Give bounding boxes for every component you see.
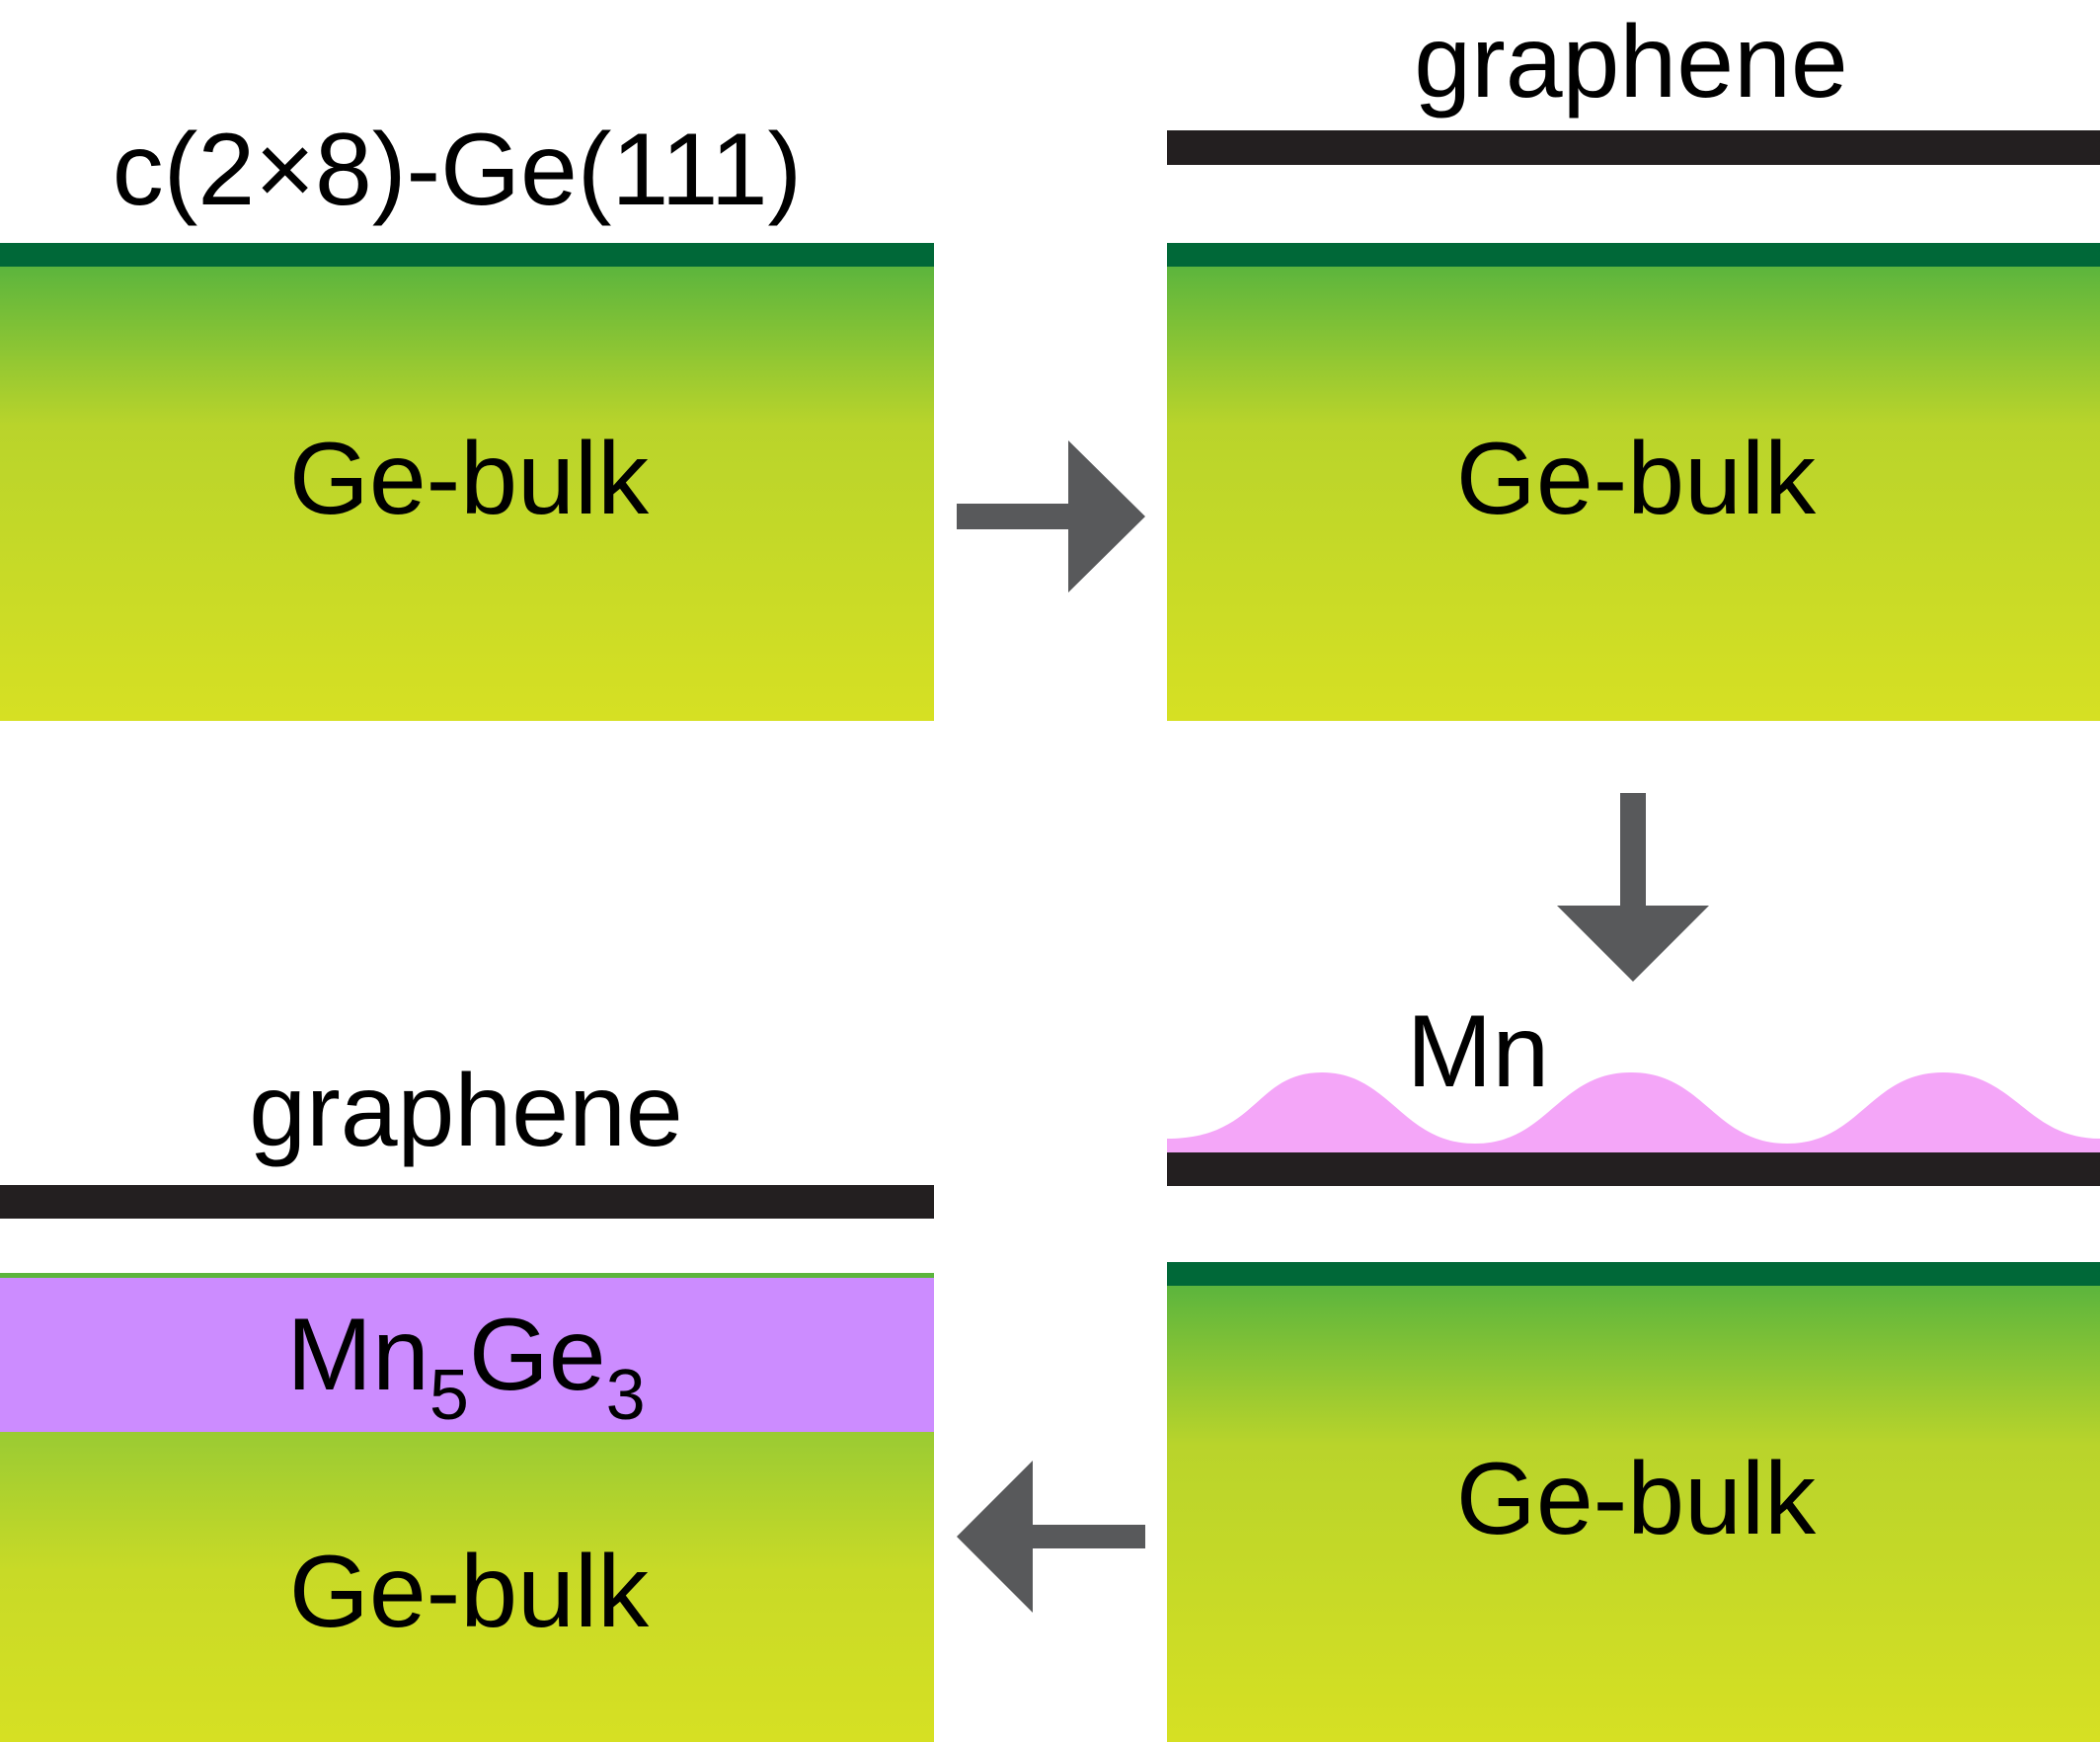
mn5ge3-label: Mn5Ge3 bbox=[286, 1298, 645, 1435]
mn5ge3-layer bbox=[0, 1278, 934, 1432]
ge-surface-layer bbox=[0, 243, 934, 267]
ge-bulk-label: Ge-bulk bbox=[289, 1535, 650, 1649]
graphene-sheet bbox=[1167, 1152, 2100, 1186]
ge-bulk-label: Ge-bulk bbox=[289, 422, 650, 536]
graphene-sheet bbox=[1167, 130, 2100, 165]
ge-bulk-block bbox=[1167, 1286, 2100, 1742]
mn-deposit-layer bbox=[1167, 1072, 2100, 1153]
arrow-right-icon bbox=[957, 440, 1145, 593]
graphene-sheet bbox=[0, 1185, 934, 1219]
arrow-left-icon bbox=[957, 1461, 1145, 1613]
arrow-down-icon bbox=[1557, 793, 1709, 982]
ge-surface-layer bbox=[1167, 1262, 2100, 1286]
ge-bulk-block bbox=[0, 1432, 934, 1742]
graphene-label: graphene bbox=[1414, 5, 1848, 119]
panel-mn5ge3-intercalation: graphene Mn5Ge3 Ge-bulk bbox=[0, 1054, 934, 1742]
graphene-label: graphene bbox=[249, 1054, 683, 1168]
ge-bulk-label: Ge-bulk bbox=[1456, 422, 1817, 536]
panel-mn-deposition: Mn Ge-bulk bbox=[1167, 994, 2100, 1742]
panel-clean-ge-surface: c(2×8)-Ge(111) Ge-bulk bbox=[0, 113, 934, 721]
surface-reconstruction-label: c(2×8)-Ge(111) bbox=[113, 113, 802, 227]
ge-bulk-label: Ge-bulk bbox=[1456, 1442, 1817, 1556]
ge-surface-layer bbox=[1167, 243, 2100, 267]
panel-graphene-transfer: graphene Ge-bulk bbox=[1167, 5, 2100, 721]
ge-bulk-block bbox=[1167, 267, 2100, 721]
mn-deposit-label: Mn bbox=[1407, 994, 1549, 1109]
mn5ge3-interface-line bbox=[0, 1273, 934, 1278]
ge-bulk-block bbox=[0, 267, 934, 721]
